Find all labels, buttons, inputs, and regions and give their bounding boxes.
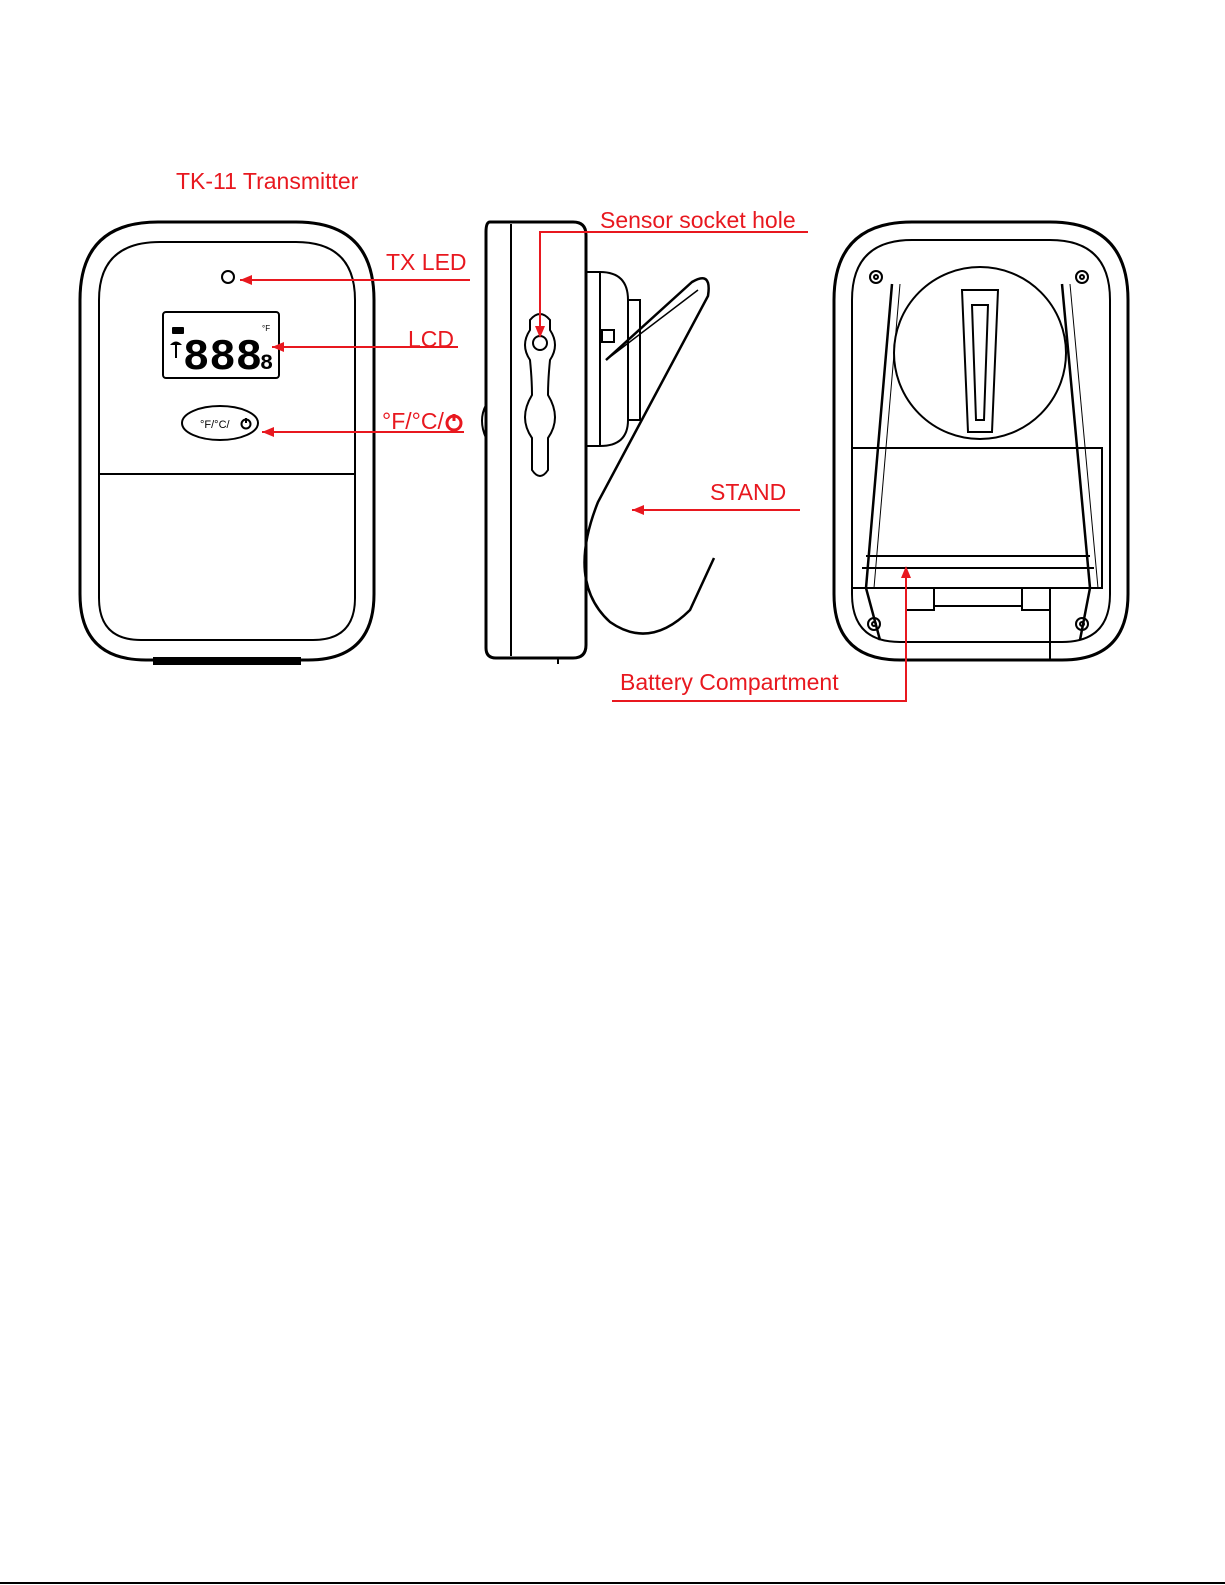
lcd-segments: 888 8 °F [170,324,273,383]
front-view [80,222,374,664]
label-lcd: LCD [408,328,454,351]
svg-text:°F: °F [262,324,270,333]
antenna-icon [170,342,182,359]
power-icon [444,412,464,432]
front-outer-shell [80,222,374,660]
side-body [486,222,586,658]
lcd-small-digit: 8 [260,351,273,376]
svg-text:°F/°C/: °F/°C/ [200,419,231,431]
label-stand: STAND [710,481,786,504]
label-unit-button: °F/°C/ [382,410,464,433]
label-tx-led: TX LED [386,251,467,274]
label-sensor-socket-hole: Sensor socket hole [600,209,796,232]
callout-sensor-socket [535,232,808,338]
back-stand-left [866,284,892,640]
callout-stand [632,505,800,515]
back-handle [962,290,998,432]
sensor-socket-hole [533,336,547,350]
back-view [834,222,1128,660]
page-bottom-rule [0,1582,1225,1584]
sensor-socket-slot [525,314,555,476]
back-stand-right [1062,284,1090,640]
side-view [482,222,714,664]
back-mount-disc [894,267,1066,439]
callout-tx-led [240,275,470,285]
front-lower-panel [99,474,355,640]
label-battery-compartment: Battery Compartment [620,671,839,694]
front-bottom-tab [154,658,300,664]
unit-button-text: °F/°C/ [382,408,444,434]
stand-wire [585,278,714,633]
tx-led [222,271,234,283]
lcd-digits: 888 [183,333,262,383]
unit-button-label: °F/°C/ [200,418,251,431]
